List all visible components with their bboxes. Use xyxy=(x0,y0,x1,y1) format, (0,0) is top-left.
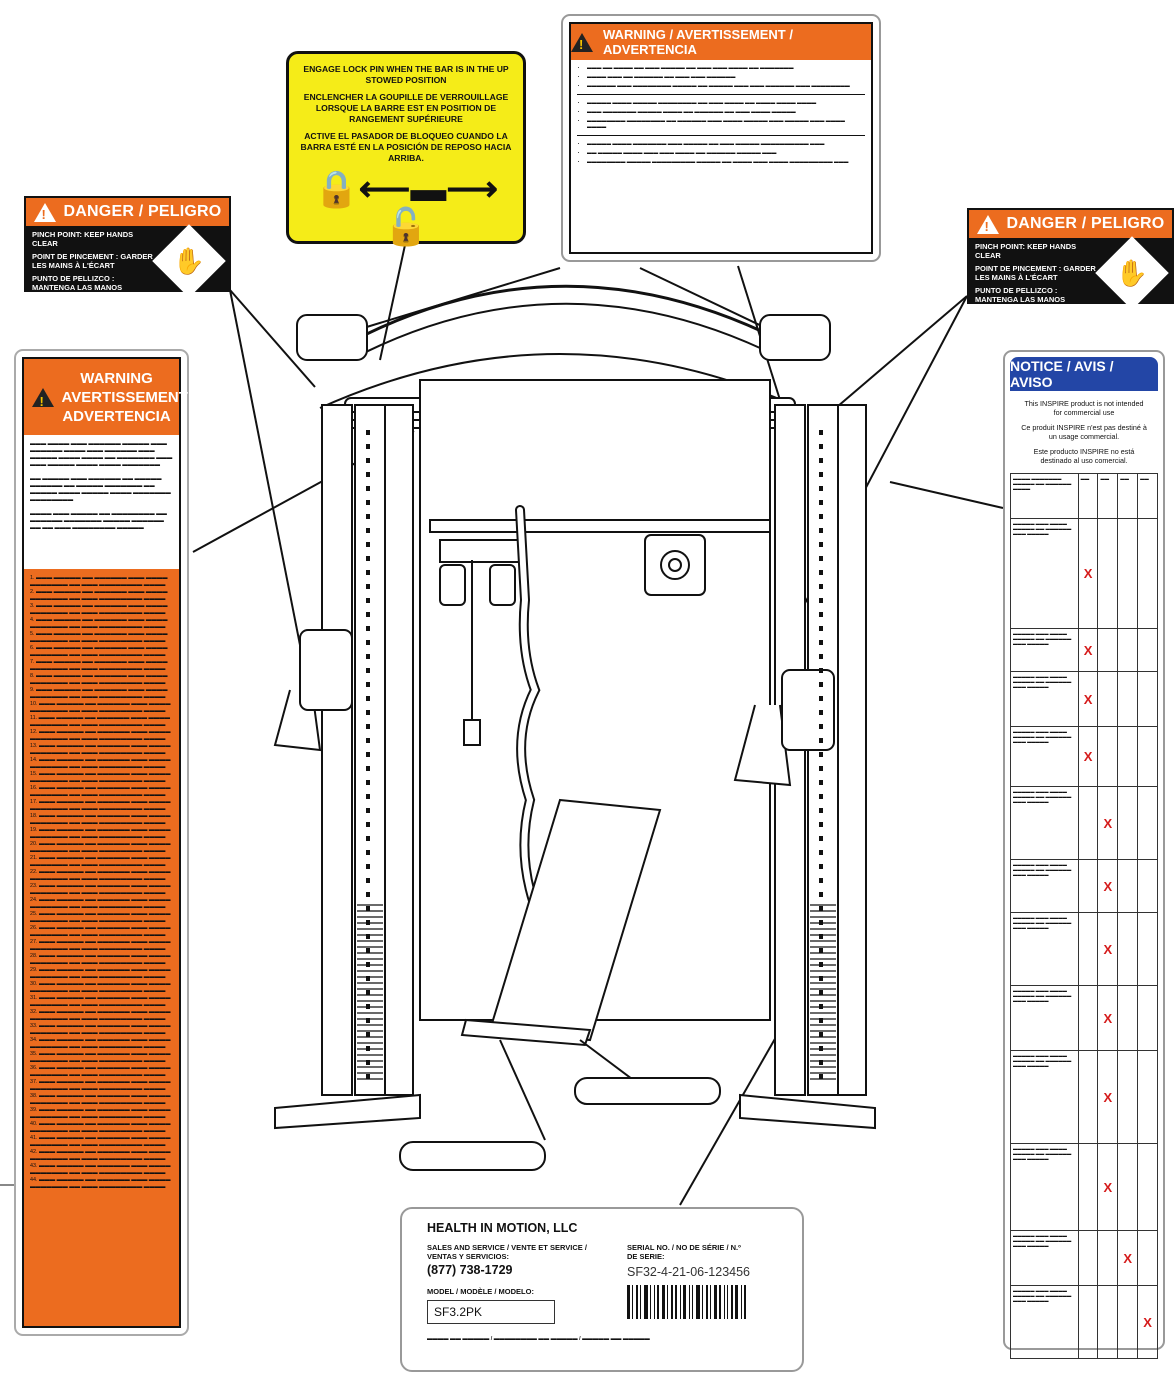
side-warning-label: WARNING AVERTISSEMENT ADVERTENCIA ▬▬▬ ▬▬… xyxy=(14,349,189,1336)
maintenance-row: ▬▬▬▬▬ ▬▬▬ ▬▬▬▬ ▬▬▬▬▬ ▬▬ ▬▬▬▬▬▬ ▬▬▬ ▬▬▬▬▬… xyxy=(1010,1230,1158,1286)
pinch-hand-icon: ✋ xyxy=(152,224,226,298)
maintenance-row: ▬▬▬▬▬ ▬▬▬ ▬▬▬▬ ▬▬▬▬▬ ▬▬ ▬▬▬▬▬▬ ▬▬▬ ▬▬▬▬▬… xyxy=(1010,912,1158,986)
lock-pin-label: ENGAGE LOCK PIN WHEN THE BAR IS IN THE U… xyxy=(286,51,526,247)
check-mark: X xyxy=(1097,1050,1119,1144)
danger-label-right: DANGER / PELIGRO PINCH POINT: KEEP HANDS… xyxy=(967,208,1174,313)
serial-number: SF32-4-21-06-123456 xyxy=(627,1265,750,1279)
warning-intro-fine-print: ▬▬▬ ▬▬▬▬ ▬▬▬ ▬▬▬▬▬▬ ▬▬▬▬▬ ▬▬▬ ▬▬▬▬▬▬ ▬▬▬… xyxy=(24,435,179,569)
check-mark: X xyxy=(1117,1230,1139,1286)
check-mark: X xyxy=(1097,786,1119,860)
maintenance-row: ▬▬▬▬▬ ▬▬▬ ▬▬▬▬ ▬▬▬▬▬ ▬▬ ▬▬▬▬▬▬ ▬▬▬ ▬▬▬▬▬… xyxy=(1010,671,1158,727)
warning-triangle-icon xyxy=(31,387,54,411)
warning-instructions-fine-print: 1. ▬▬▬ ▬▬▬▬▬ ▬▬ ▬▬▬▬▬▬ ▬▬▬ ▬▬▬▬ ▬▬▬▬▬▬▬ … xyxy=(30,575,171,1190)
maintenance-schedule-table: ▬▬▬▬ ▬▬▬▬▬▬▬ ▬▬▬▬▬ ▬▬ ▬▬▬▬▬▬ ▬▬▬▬▬▬▬▬▬▬▬… xyxy=(1010,473,1158,1359)
top-warning-label: WARNING / AVERTISSEMENT / ADVERTENCIA ▬▬… xyxy=(561,14,881,262)
lock-unlock-icon: 🔒⟵▬⟶🔓 xyxy=(313,168,499,247)
maintenance-row: ▬▬▬▬▬ ▬▬▬ ▬▬▬▬ ▬▬▬▬▬ ▬▬ ▬▬▬▬▬▬ ▬▬▬ ▬▬▬▬▬… xyxy=(1010,985,1158,1051)
warning-triangle-icon xyxy=(33,202,56,222)
warning-triangle-icon xyxy=(976,214,999,234)
notice-label: NOTICE / AVIS / AVISO This INSPIRE produ… xyxy=(1003,350,1165,1359)
barcode-icon xyxy=(627,1285,769,1319)
danger-label-left: DANGER / PELIGRO PINCH POINT: KEEP HANDS… xyxy=(24,196,231,301)
maintenance-row: ▬▬▬▬▬ ▬▬▬ ▬▬▬▬ ▬▬▬▬▬ ▬▬ ▬▬▬▬▬▬ ▬▬▬ ▬▬▬▬▬… xyxy=(1010,1143,1158,1231)
check-mark: X xyxy=(1097,1143,1119,1231)
check-mark: X xyxy=(1077,671,1099,727)
check-mark: X xyxy=(1077,726,1099,787)
check-mark: X xyxy=(1097,859,1119,913)
check-mark: X xyxy=(1097,985,1119,1051)
maintenance-row: ▬▬▬▬▬ ▬▬▬ ▬▬▬▬ ▬▬▬▬▬ ▬▬ ▬▬▬▬▬▬ ▬▬▬ ▬▬▬▬▬… xyxy=(1010,518,1158,629)
check-mark: X xyxy=(1097,912,1119,986)
model-number: SF3.2PK xyxy=(427,1300,555,1324)
warning-fine-print: ▬▬▬ ▬▬ ▬▬▬▬ ▬▬ ▬▬▬ ▬▬▬▬▬ ▬▬ ▬▬▬ ▬▬▬ ▬▬▬▬… xyxy=(587,66,865,90)
warning-triangle-icon xyxy=(571,32,593,52)
check-mark: X xyxy=(1077,518,1099,629)
maintenance-row: ▬▬▬▬▬ ▬▬▬ ▬▬▬▬ ▬▬▬▬▬ ▬▬ ▬▬▬▬▬▬ ▬▬▬ ▬▬▬▬▬… xyxy=(1010,628,1158,672)
maintenance-row: ▬▬▬▬▬ ▬▬▬ ▬▬▬▬ ▬▬▬▬▬ ▬▬ ▬▬▬▬▬▬ ▬▬▬ ▬▬▬▬▬… xyxy=(1010,1285,1158,1359)
serial-number-label: HEALTH IN MOTION, LLC SALES AND SERVICE … xyxy=(400,1207,804,1372)
maintenance-row: ▬▬▬▬▬ ▬▬▬ ▬▬▬▬ ▬▬▬▬▬ ▬▬ ▬▬▬▬▬▬ ▬▬▬ ▬▬▬▬▬… xyxy=(1010,859,1158,913)
check-mark: X xyxy=(1137,1285,1158,1359)
check-mark: X xyxy=(1077,628,1099,672)
maintenance-row: ▬▬▬▬▬ ▬▬▬ ▬▬▬▬ ▬▬▬▬▬ ▬▬ ▬▬▬▬▬▬ ▬▬▬ ▬▬▬▬▬… xyxy=(1010,786,1158,860)
maintenance-row: ▬▬▬▬▬ ▬▬▬ ▬▬▬▬ ▬▬▬▬▬ ▬▬ ▬▬▬▬▬▬ ▬▬▬ ▬▬▬▬▬… xyxy=(1010,726,1158,787)
pinch-hand-icon: ✋ xyxy=(1095,236,1169,310)
made-in-fine-print: ▬▬▬▬ ▬▬ ▬▬▬▬▬ / ▬▬▬▬▬▬▬▬ ▬▬ ▬▬▬▬▬ / ▬▬▬▬… xyxy=(427,1336,650,1342)
maintenance-row: ▬▬▬▬▬ ▬▬▬ ▬▬▬▬ ▬▬▬▬▬ ▬▬ ▬▬▬▬▬▬ ▬▬▬ ▬▬▬▬▬… xyxy=(1010,1050,1158,1144)
